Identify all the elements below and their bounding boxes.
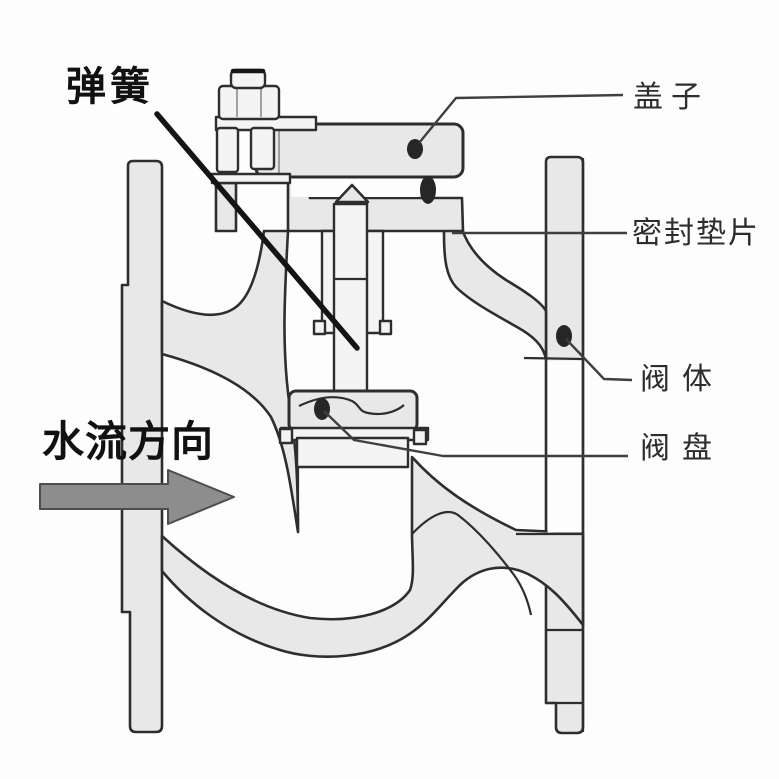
stem-guide-peak [334,183,370,204]
sealing-gasket-blob [420,176,436,204]
label-cover: 盖子 [633,80,709,115]
bolt-bracket-left [215,126,240,174]
label-gasket: 密封垫片 [632,216,760,251]
body-outlet-neck [442,227,548,361]
label-body: 阀体 [640,362,724,397]
callout-dot-disc [314,398,330,420]
bolt-nut [217,84,281,121]
callout-dot-cover [407,139,423,159]
outlet-bore-top [523,356,583,361]
label-spring: 弹簧 [66,64,154,110]
clamp-plate [210,172,292,185]
body-bottom [160,455,585,658]
body-seat-bridge-seam [411,510,533,616]
left-flange [120,159,164,734]
valve-disc-plate [287,389,419,433]
leader-disc [323,410,628,458]
flow-direction-text: 水流方向 [42,417,214,466]
stem-guide-foot-right [378,319,393,336]
leader-spring [154,111,360,351]
disc-spring-seat-curve [298,396,405,416]
disc-notch-right [412,428,428,446]
stem-guide-foot-left [312,319,327,336]
flow-arrow [39,469,235,525]
leader-body [565,338,633,382]
leader-cover [418,93,624,144]
outlet-bore [547,360,582,533]
bonnet-cover [254,122,465,179]
valve-stem [332,202,369,393]
bolt-bracket-right [249,126,276,171]
disc-seat-ring [295,436,410,469]
label-disc: 阀盘 [640,431,724,466]
disc-notch-left [278,427,294,445]
